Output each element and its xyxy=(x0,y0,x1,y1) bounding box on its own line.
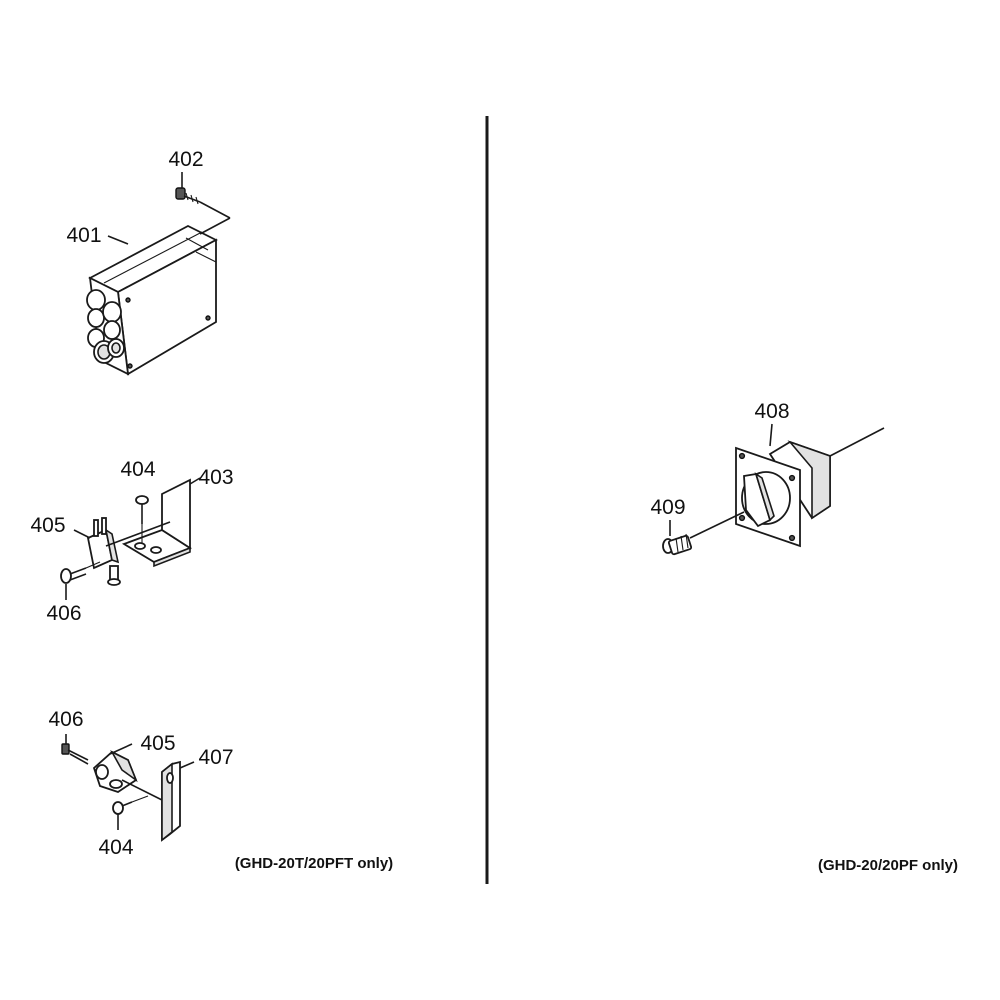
label-404-top: 404 xyxy=(120,458,155,481)
screw-402 xyxy=(175,187,231,235)
screw-404-top xyxy=(135,495,149,544)
leader-408 xyxy=(769,423,773,447)
screw-406-bottom xyxy=(61,734,89,765)
switch-405-top xyxy=(86,517,171,586)
switch-405-bottom xyxy=(92,750,163,801)
leader-405-bottom xyxy=(109,743,133,755)
screw-406-top xyxy=(60,561,101,600)
label-402: 402 xyxy=(168,148,203,171)
switch-unit-408 xyxy=(735,427,885,548)
label-403: 403 xyxy=(198,466,233,489)
bracket-403 xyxy=(121,477,201,568)
leader-405-top xyxy=(73,529,91,539)
note-left: (GHD-20T/20PFT only) xyxy=(235,855,393,872)
label-409: 409 xyxy=(650,496,685,519)
label-406-top: 406 xyxy=(46,602,81,625)
label-405-top: 405 xyxy=(30,514,65,537)
label-407: 407 xyxy=(198,746,233,769)
note-right: (GHD-20/20PF only) xyxy=(818,857,958,874)
screw-409 xyxy=(662,511,745,556)
leader-401 xyxy=(107,235,129,245)
screw-404-bottom xyxy=(112,795,149,830)
label-401: 401 xyxy=(66,224,101,247)
plate-407 xyxy=(161,760,195,842)
label-406-bottom: 406 xyxy=(48,708,83,731)
control-box-401 xyxy=(86,224,218,376)
label-408: 408 xyxy=(754,400,789,423)
label-404-bottom: 404 xyxy=(98,836,133,859)
label-405-bottom: 405 xyxy=(140,732,175,755)
